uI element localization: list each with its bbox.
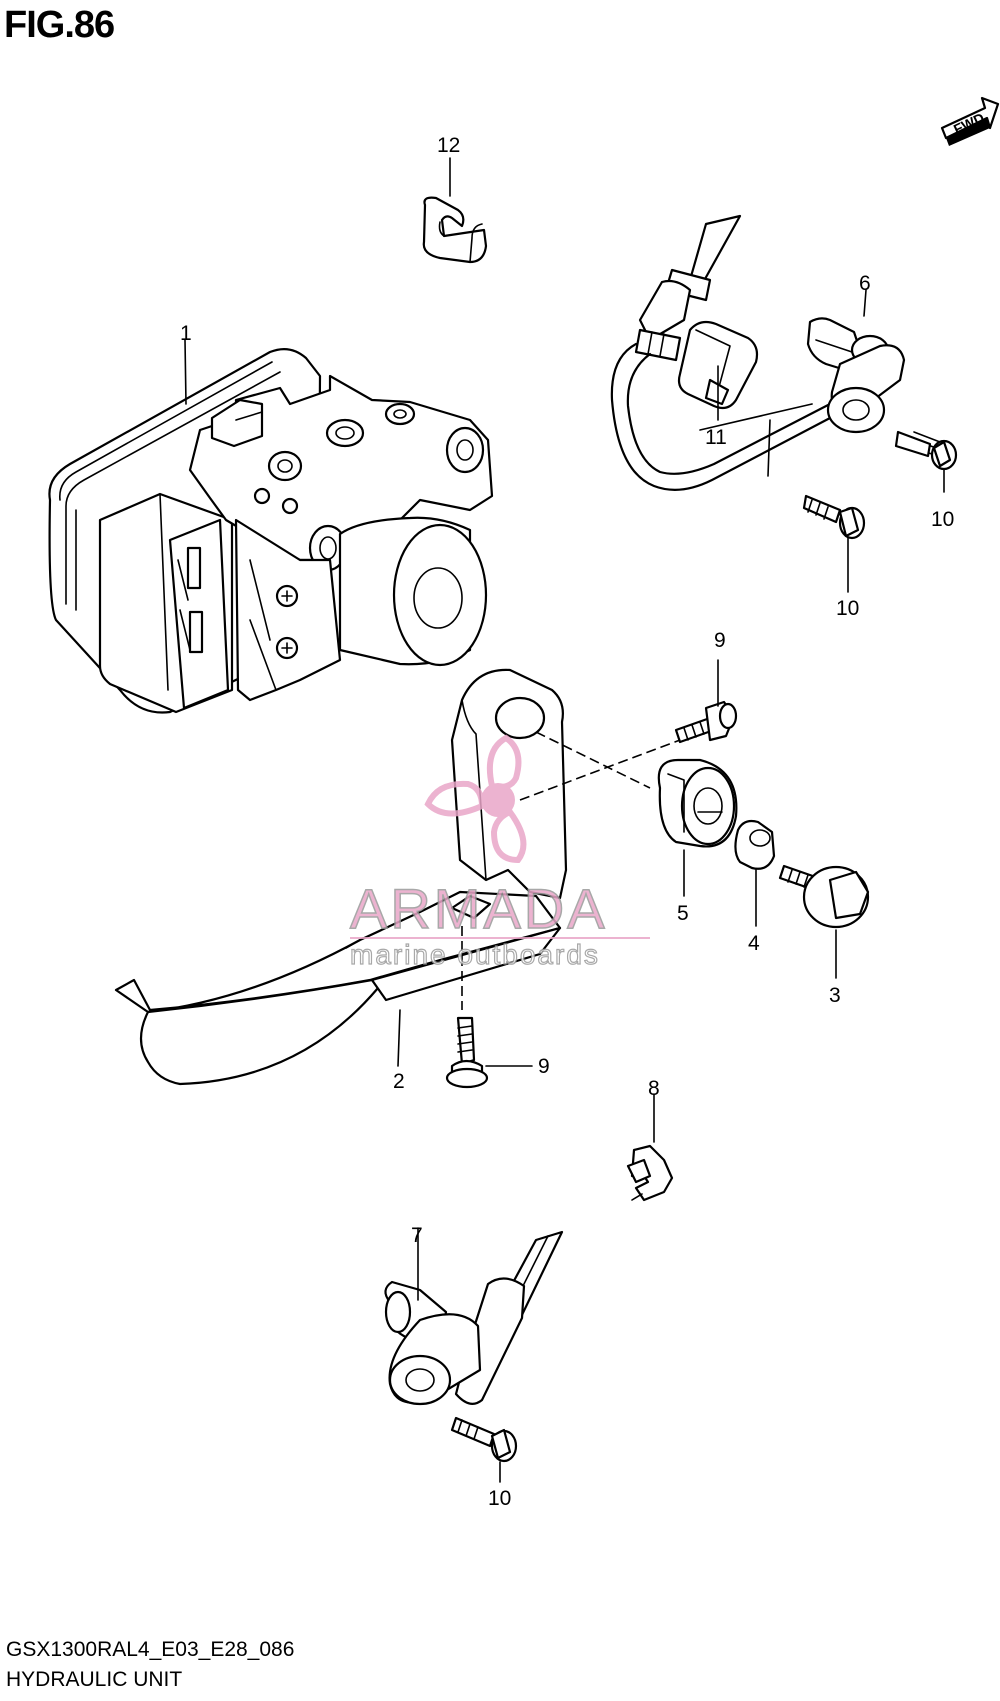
- part-5-grommet: [657, 758, 738, 848]
- model-code: GSX1300RAL4_E03_E28_086: [6, 1638, 295, 1661]
- callout-9b: 9: [538, 1055, 550, 1078]
- part-6-wheel-speed-sensor: [806, 317, 906, 434]
- part-7-sensor: [384, 1230, 564, 1406]
- watermark-logo: ARMADA marine outboards: [349, 734, 650, 971]
- part-4-collar: [734, 819, 776, 870]
- leader-6: [863, 289, 867, 317]
- callout-10a: 10: [931, 508, 954, 531]
- callout-12: 12: [437, 134, 460, 157]
- forward-arrow-icon: FWD: [940, 96, 1000, 146]
- part-9-bolt-lower: [445, 1016, 489, 1089]
- leader-2: [397, 1009, 401, 1067]
- part-10-bolt-lower: [450, 1416, 518, 1463]
- callout-10b: 10: [836, 597, 859, 620]
- callout-3: 3: [829, 984, 841, 1007]
- part-11-harness: [610, 214, 832, 491]
- part-3-bolt: [778, 864, 870, 929]
- callout-1: 1: [180, 322, 192, 345]
- part-8-clip: [626, 1144, 674, 1202]
- callout-2: 2: [393, 1070, 405, 1093]
- part-1-hydraulic-unit: [48, 347, 494, 714]
- part-10-bolt-upper-mid: [802, 494, 866, 540]
- part-10-bolt-upper-right: [894, 430, 958, 471]
- section-name: HYDRAULIC UNIT: [6, 1668, 183, 1691]
- part-9-bolt-upper: [674, 700, 738, 744]
- callout-6: 6: [859, 272, 871, 295]
- callout-11: 11: [705, 426, 727, 449]
- callout-7: 7: [411, 1224, 423, 1247]
- callout-9a: 9: [714, 629, 726, 652]
- part-2-bracket: [114, 668, 681, 1086]
- callout-4: 4: [748, 932, 760, 955]
- callout-10c: 10: [488, 1487, 511, 1510]
- leader-1: [184, 339, 187, 405]
- callout-5: 5: [677, 902, 689, 925]
- part-12-clip: [422, 196, 488, 264]
- propeller-icon: [424, 734, 527, 864]
- watermark-tagline: marine outboards: [350, 939, 600, 970]
- figure-title: FIG.86: [4, 4, 115, 46]
- callout-8: 8: [648, 1077, 660, 1100]
- watermark-brand: ARMADA: [350, 877, 608, 940]
